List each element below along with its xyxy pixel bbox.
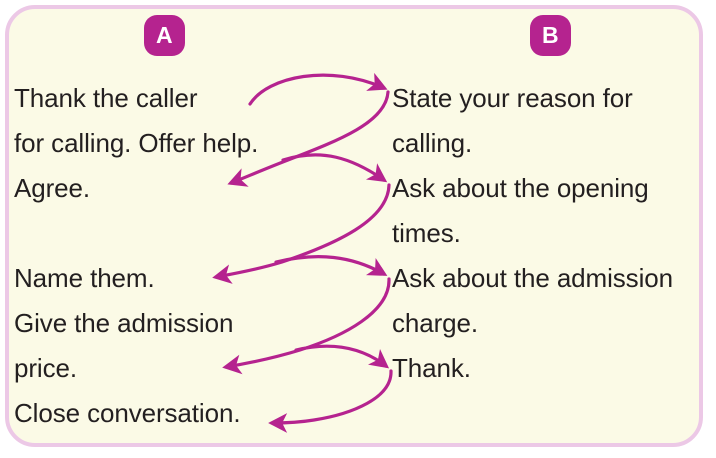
column-b-line-8-blank — [392, 391, 704, 436]
column-a-line-2: for calling. Offer help. — [14, 128, 259, 158]
column-badge-a: A — [144, 15, 185, 56]
column-b: State your reason for calling. Ask about… — [392, 76, 704, 436]
column-b-line-7: Thank. — [392, 353, 471, 383]
column-b-line-2: calling. — [392, 128, 473, 158]
column-a-line-8: Close conversation. — [14, 398, 241, 428]
column-a-line-4-blank — [14, 211, 364, 256]
column-a: Thank the caller for calling. Offer help… — [14, 76, 364, 436]
column-b-line-4: times. — [392, 218, 461, 248]
column-b-line-1: State your reason for — [392, 83, 633, 113]
column-b-line-5: Ask about the admission — [392, 263, 673, 293]
column-a-line-6: Give the admission — [14, 308, 234, 338]
column-a-line-3: Agree. — [14, 173, 91, 203]
column-badge-b: B — [530, 15, 571, 56]
column-b-line-6: charge. — [392, 308, 479, 338]
column-a-line-7: price. — [14, 353, 77, 383]
column-a-line-5: Name them. — [14, 263, 155, 293]
column-b-line-3: Ask about the opening — [392, 173, 649, 203]
column-a-line-1: Thank the caller — [14, 83, 198, 113]
